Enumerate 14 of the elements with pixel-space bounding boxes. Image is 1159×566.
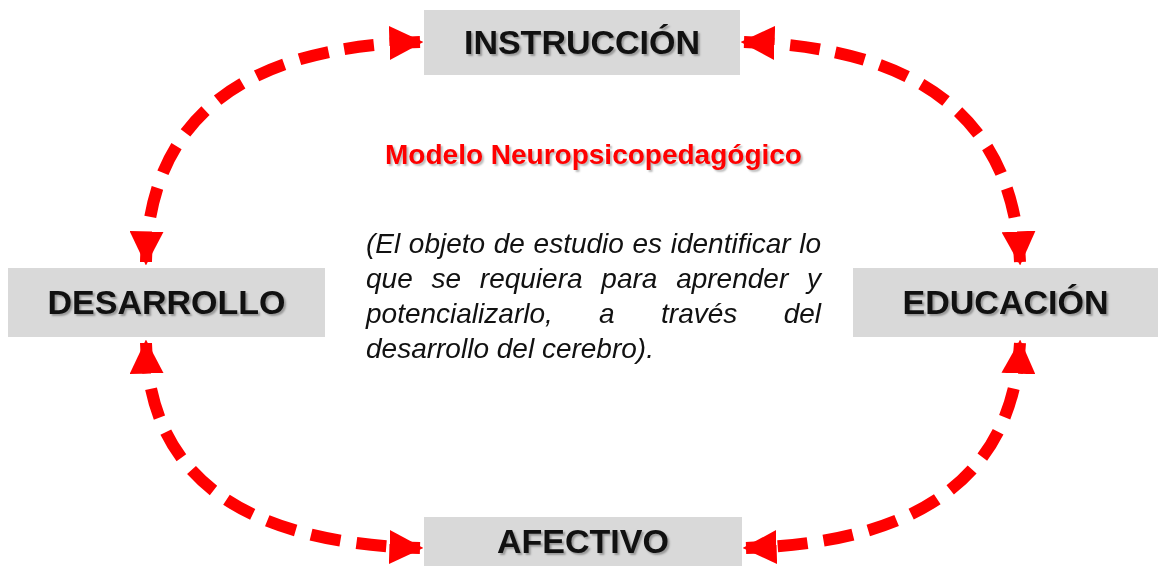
diagram-title: Modelo Neuropsicopedagógico [384,138,803,172]
description-text: (El objeto de estudio es identificar lo que se requiera para aprender y potencializarlo, a través del desarrollo del cerebro). [366,227,821,366]
label-box [853,268,1158,337]
box-label: INSTRUCCIÓN [463,23,701,62]
label-box [424,517,742,566]
dashed-arrow [131,339,424,564]
label-box [424,10,740,75]
dashed-arrow [740,27,1034,266]
box-label: DESARROLLO [47,283,286,322]
label-box [8,268,325,337]
dashed-arrow [131,27,424,266]
box-label: AFECTIVO [497,522,669,561]
dashed-arrow [742,339,1034,564]
box-label: EDUCACIÓN [902,283,1109,322]
